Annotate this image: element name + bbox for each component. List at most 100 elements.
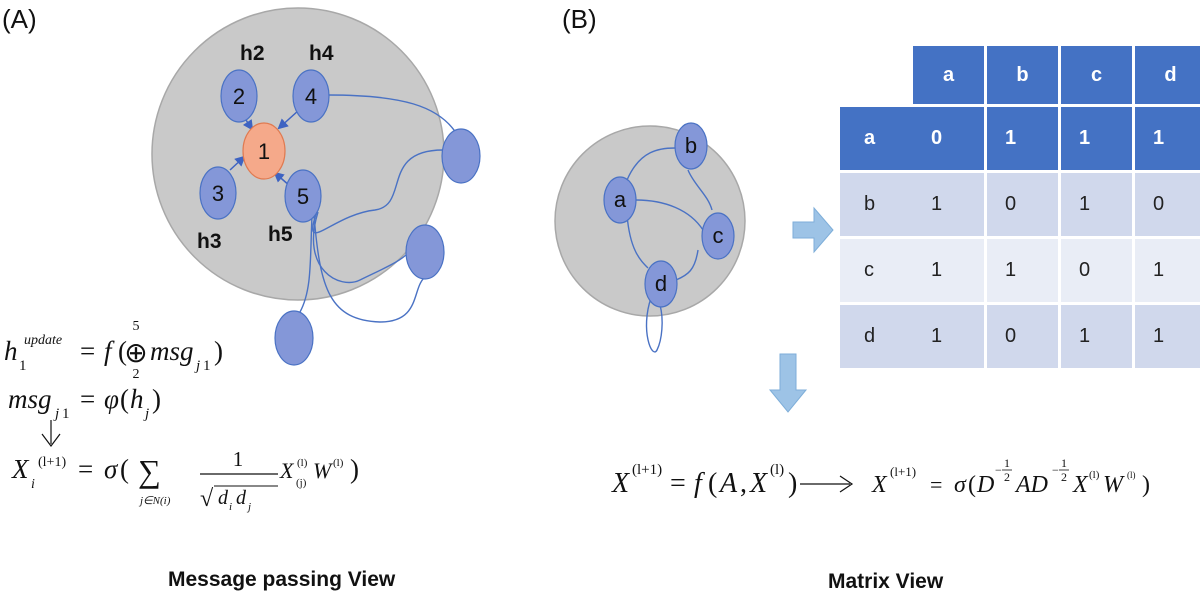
- svg-text:=: =: [80, 384, 95, 414]
- formula-matrix: X (l+1) = f ( A , X (l) ) X (l+1) = σ ( …: [611, 456, 1150, 499]
- matrix-cell-d-b: 0: [987, 305, 1058, 368]
- svg-text:(l+1): (l+1): [632, 462, 662, 478]
- graph-a-hidden-label-h2: h2: [240, 42, 265, 65]
- svg-text:update: update: [24, 333, 62, 348]
- graph-a-node-3-label: 3: [212, 181, 224, 206]
- matrix-cell-c-a: 1: [913, 239, 984, 302]
- graph-a-hidden-label-h4: h4: [309, 42, 334, 65]
- svg-text:=: =: [78, 454, 93, 484]
- graph-b-node-d: [644, 260, 678, 308]
- svg-text:2: 2: [1004, 470, 1010, 484]
- svg-text:i: i: [31, 477, 35, 492]
- svg-text:√: √: [200, 486, 214, 512]
- right-arrow-icon: [792, 206, 834, 254]
- matrix-cell-c-c: 0: [1061, 239, 1132, 302]
- svg-text:f: f: [104, 336, 115, 366]
- caption-matrix-view: Matrix View: [828, 570, 944, 593]
- svg-text:1: 1: [19, 358, 27, 374]
- svg-text:=: =: [930, 472, 942, 497]
- formula-down-arrow: [41, 420, 61, 447]
- svg-text:1: 1: [233, 447, 244, 471]
- matrix-cell-b-c: 1: [1061, 173, 1132, 236]
- svg-text:(: (: [120, 384, 129, 414]
- svg-text:∑: ∑: [138, 453, 161, 489]
- svg-text:X: X: [611, 468, 630, 499]
- svg-text:f: f: [694, 468, 705, 499]
- svg-text:W: W: [313, 458, 333, 483]
- formula-gcn-node: X i (l+1) = σ ( ∑ j∈N(i) 1 √ d i d j X (…: [11, 447, 359, 513]
- matrix-row-label-a: a: [840, 107, 913, 170]
- svg-text:(l+1): (l+1): [38, 455, 66, 470]
- graph-b-node-a-label: a: [614, 187, 627, 212]
- svg-text:σ: σ: [104, 454, 119, 484]
- svg-text:5: 5: [133, 319, 140, 334]
- svg-text:=: =: [80, 336, 95, 366]
- svg-text:⊕: ⊕: [124, 338, 147, 369]
- graph-a-node-4: [292, 69, 330, 123]
- svg-text:X: X: [871, 472, 888, 498]
- svg-text:j∈N(i): j∈N(i): [138, 495, 171, 507]
- svg-text:1: 1: [1061, 456, 1067, 470]
- formula-message: msg j 1 = φ ( h j ): [8, 384, 161, 422]
- svg-text:msg: msg: [150, 336, 194, 366]
- svg-text:2: 2: [133, 367, 140, 382]
- svg-text:(l): (l): [297, 457, 308, 469]
- graph-a-node-3: [199, 166, 237, 220]
- graph-a-background-circle: [151, 7, 445, 301]
- edge-4-ext1: [327, 94, 459, 137]
- matrix-cell-c-d: 1: [1135, 239, 1200, 302]
- matrix-col-header-c: c: [1061, 46, 1132, 104]
- matrix-cell-a-c: 1: [1061, 107, 1132, 170]
- svg-text:h: h: [130, 384, 144, 414]
- matrix-cell-a-b: 1: [987, 107, 1058, 170]
- svg-text:1: 1: [62, 406, 70, 422]
- edge-5-ext3: [313, 214, 425, 323]
- svg-text:j: j: [143, 406, 149, 422]
- panel-label-a: (A): [2, 4, 37, 34]
- svg-text:σ: σ: [954, 472, 967, 498]
- edge-a-d: [626, 214, 649, 269]
- graph-b-node-b-label: b: [685, 133, 697, 158]
- graph-a-external-node-2: [405, 224, 445, 280]
- svg-text:X: X: [1072, 472, 1089, 498]
- graph-b-edges: [626, 147, 713, 353]
- graph-a-node-5-label: 5: [297, 184, 309, 209]
- graph-a-external-node-3: [274, 310, 314, 366]
- edge-5-ext4: [299, 215, 313, 313]
- formula-update: h 1 update = f ( 5 ⊕ 2 msg j 1 ): [4, 319, 223, 382]
- matrix-cell-d-a: 1: [913, 305, 984, 368]
- svg-text:d: d: [236, 487, 247, 509]
- edge-a-b: [626, 147, 676, 181]
- svg-text:X: X: [11, 454, 30, 484]
- svg-text:(l+1): (l+1): [890, 464, 916, 479]
- edge-a-c: [635, 199, 704, 231]
- edge-d-d-loop: [645, 297, 663, 353]
- svg-text:i: i: [229, 501, 232, 513]
- svg-text:φ: φ: [104, 384, 119, 414]
- svg-text:,: ,: [740, 468, 747, 499]
- edge-c-d: [675, 249, 699, 281]
- matrix-row-label-c: c: [840, 239, 913, 302]
- svg-text:D: D: [976, 472, 994, 498]
- svg-text:): ): [214, 336, 223, 366]
- svg-text:(: (: [708, 468, 717, 499]
- svg-text:): ): [152, 384, 161, 414]
- edge-5-ext2: [312, 211, 411, 284]
- svg-text:(: (: [118, 336, 127, 366]
- down-arrow-icon: [768, 353, 808, 413]
- graph-a-external-node-1: [441, 128, 481, 184]
- graph-b-node-a: [603, 176, 637, 224]
- matrix-cell-a-a: 0: [913, 107, 984, 170]
- svg-text:−: −: [995, 463, 1002, 477]
- svg-text:(: (: [968, 472, 976, 498]
- svg-text:2: 2: [1061, 470, 1067, 484]
- svg-text:j: j: [246, 501, 251, 513]
- graph-a-node-2: [220, 69, 258, 123]
- graph-a-external-edges: [299, 94, 459, 323]
- matrix-col-header-d: d: [1135, 46, 1200, 104]
- matrix-cell-d-c: 1: [1061, 305, 1132, 368]
- svg-text:): ): [1142, 472, 1150, 498]
- svg-text:): ): [788, 468, 797, 499]
- graph-b-node-d-label: d: [655, 271, 667, 296]
